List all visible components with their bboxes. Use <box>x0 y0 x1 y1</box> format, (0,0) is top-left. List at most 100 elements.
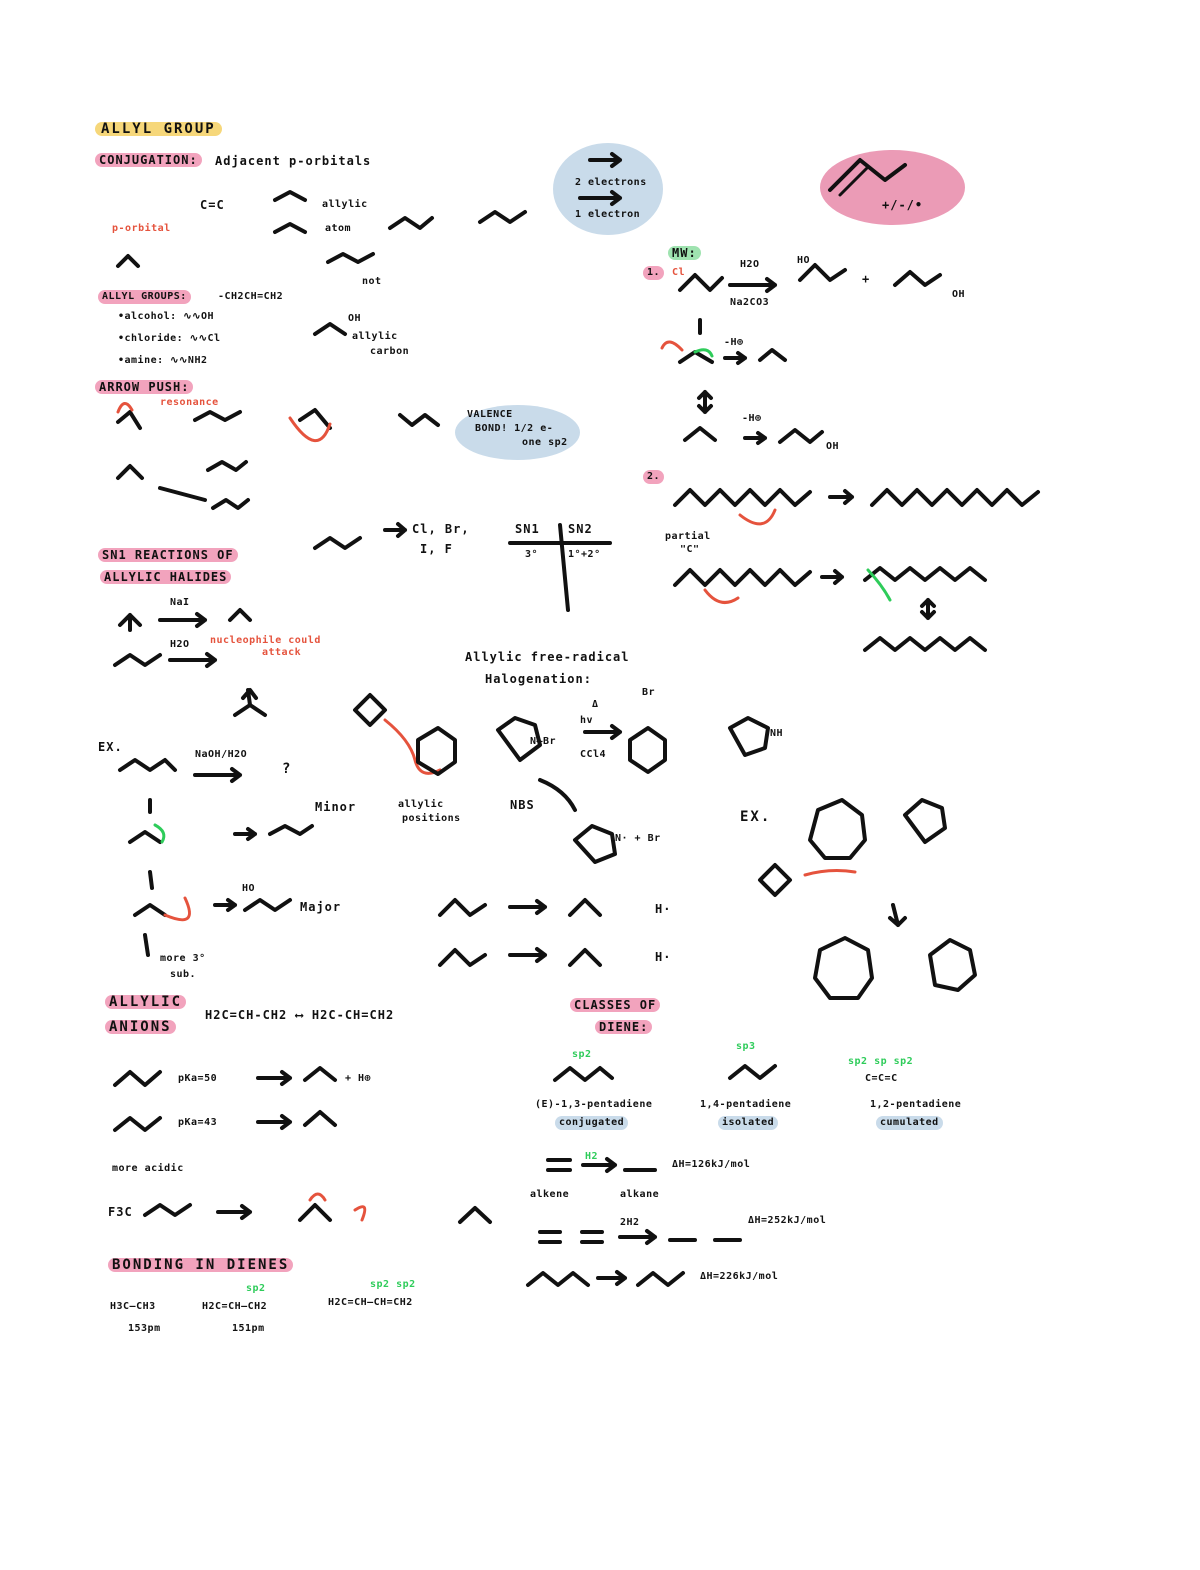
note-cl: Cl <box>672 267 686 278</box>
heading-allylic-1: ALLYLIC <box>105 995 187 1009</box>
table-deg3: 3° <box>525 549 539 560</box>
note-c-c-c: C=C=C <box>865 1073 898 1084</box>
note-h2o-mw: H2O <box>740 259 760 270</box>
heading-sn1-2: ALLYLIC HALIDES <box>100 570 232 584</box>
note-question: ? <box>282 761 293 777</box>
note-allylic: allylic <box>322 199 368 210</box>
note-minus-h: -H⊕ <box>724 337 744 348</box>
heading-allyl-group: ALLYL GROUP <box>95 122 222 136</box>
note-more-sub-1: more 3° <box>160 953 206 964</box>
note-two-electrons: 2 electrons <box>575 177 647 188</box>
diene2-type: isolated <box>718 1116 779 1130</box>
note-adjacent-p: Adjacent p-orbitals <box>215 154 372 168</box>
note-d1: 153pm <box>128 1323 161 1334</box>
radical-bubble <box>820 150 965 225</box>
step-1: 1. <box>643 266 665 280</box>
note-oh: OH <box>348 313 362 324</box>
heading-free-radical-1: Allylic free-radical <box>465 650 630 664</box>
note-h2: H2 <box>585 1151 599 1162</box>
note-minor: Minor <box>315 800 357 814</box>
note-allylic-eq: H2C=CH-CH2 ⟷ H2C-CH=CH2 <box>205 1008 395 1022</box>
note-f3c: F3C <box>108 1205 133 1219</box>
note-sp2-a: sp2 <box>572 1049 592 1060</box>
note-h-radical: H· <box>655 902 672 916</box>
note-nai: NaI <box>170 597 190 608</box>
note-allylic-positions-2: positions <box>402 813 461 824</box>
note-h3c-ch3: H3C–CH3 <box>110 1301 156 1312</box>
note-nbr: N–Br <box>530 736 557 747</box>
heading-bonding: BONDING IN DIENES <box>108 1258 294 1272</box>
note-na2co3: Na2CO3 <box>730 297 770 308</box>
label-ex-2: EX. <box>740 809 772 825</box>
heading-mw: MW: <box>668 246 701 260</box>
note-partial: partial <box>665 531 711 542</box>
note-nuc-attack-2: attack <box>262 647 302 658</box>
note-minus-h-2: -H⊕ <box>742 413 762 424</box>
note-atom: atom <box>325 223 352 234</box>
note-pka-1: pKa=50 <box>178 1073 218 1084</box>
heading-arrow-push: ARROW PUSH: <box>95 380 194 394</box>
note-allylic-carbon-2: carbon <box>370 346 410 357</box>
note-amine: •amine: ∿∿NH2 <box>118 355 208 366</box>
note-valence-2: BOND! 1/2 e- <box>475 423 554 434</box>
note-alcohol: •alcohol: ∿∿OH <box>118 311 215 322</box>
step-2: 2. <box>643 470 665 484</box>
heading-sn1-1: SN1 REACTIONS OF <box>98 548 238 562</box>
heading-classes-2: DIENE: <box>595 1020 653 1034</box>
note-hplus: + H⊕ <box>345 1073 372 1084</box>
valence-bond-bubble <box>455 405 580 460</box>
note-valence-3: one sp2 <box>522 437 568 448</box>
note-allylic-positions-1: allylic <box>398 799 444 810</box>
note-dh1: ΔH=126kJ/mol <box>672 1159 751 1170</box>
note-partial-c: "C" <box>680 544 700 555</box>
note-alkane: alkane <box>620 1189 660 1200</box>
note-nh: NH <box>770 728 784 739</box>
heading-allylic-2: ANIONS <box>105 1020 176 1034</box>
note-sp2-1: sp2 <box>246 1283 266 1294</box>
note-sp2-sp-sp2: sp2 sp sp2 <box>848 1056 914 1067</box>
note-n-br-radical: N· + Br <box>615 833 661 844</box>
note-allyl-formula: -CH2CH=CH2 <box>218 291 284 302</box>
diene3-type: cumulated <box>876 1116 943 1130</box>
diene1-name: (E)-1,3-pentadiene <box>535 1099 653 1110</box>
note-plus: + <box>862 272 871 286</box>
note-nbs-cond-2: hv <box>580 715 594 726</box>
note-2h2: 2H2 <box>620 1217 640 1228</box>
note-d2: 151pm <box>232 1323 265 1334</box>
heading-classes-1: CLASSES OF <box>570 998 661 1012</box>
note-more-sub-2: sub. <box>170 969 197 980</box>
note-mw-ho: HO <box>797 255 811 266</box>
note-halides-1: Cl, Br, <box>412 522 470 536</box>
table-deg12: 1°+2° <box>568 549 601 560</box>
note-valence-1: VALENCE <box>467 409 513 420</box>
note-dh3: ΔH=226kJ/mol <box>700 1271 779 1282</box>
heading-free-radical-2: Halogenation: <box>485 672 592 686</box>
note-sp2-sp2: sp2 sp2 <box>370 1279 416 1290</box>
table-sn1: SN1 <box>515 522 540 536</box>
note-halides-2: I, F <box>420 542 453 556</box>
note-chloride: •chloride: ∿∿Cl <box>118 333 221 344</box>
note-h-radical-2: H· <box>655 950 672 964</box>
note-p-orbital: p-orbital <box>112 223 171 234</box>
note-nbs-cond-1: Δ <box>592 699 599 710</box>
note-naoh: NaOH/H2O <box>195 749 248 760</box>
table-sn2: SN2 <box>568 522 593 536</box>
note-plus-minus: +/-/• <box>882 198 924 212</box>
note-h2o: H2O <box>170 639 190 650</box>
note-more-acidic: more acidic <box>112 1163 184 1174</box>
note-pka-2: pKa=43 <box>178 1117 218 1128</box>
note-allylic-carbon-1: allylic <box>352 331 398 342</box>
note-major: Major <box>300 900 342 914</box>
heading-allyl-groups: ALLYL GROUPS: <box>98 290 191 304</box>
note-br: Br <box>642 687 656 698</box>
note-dh2: ΔH=252kJ/mol <box>748 1215 827 1226</box>
diene2-name: 1,4-pentadiene <box>700 1099 792 1110</box>
note-c-eq-c: C=C <box>200 198 225 212</box>
note-h2c-ch-ch2: H2C=CH–CH2 <box>202 1301 268 1312</box>
note-alkene: alkene <box>530 1189 570 1200</box>
note-h2c-full: H2C=CH–CH=CH2 <box>328 1297 413 1308</box>
heading-conjugation: CONJUGATION: <box>95 153 202 167</box>
note-one-electron: 1 electron <box>575 209 641 220</box>
diene1-type: conjugated <box>555 1116 629 1130</box>
